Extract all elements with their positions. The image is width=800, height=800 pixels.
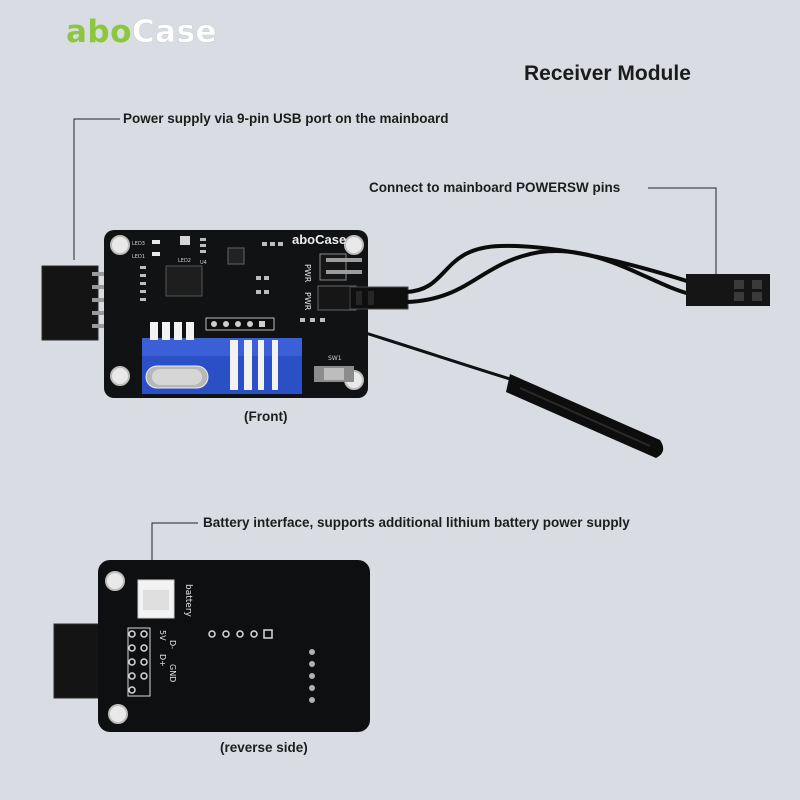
led-label-2: LED2 xyxy=(178,258,191,264)
powersw-cable xyxy=(404,243,692,304)
microcontroller-chip xyxy=(165,265,203,297)
page-title: Receiver Module xyxy=(524,62,691,85)
pwr-label: PWR xyxy=(303,264,312,283)
led xyxy=(152,252,160,256)
callout-power-usb: Power supply via 9-pin USB port on the m… xyxy=(123,111,449,126)
module-pins-right xyxy=(230,340,278,390)
brand-logo-part2: Case xyxy=(131,14,218,51)
leader-line-power xyxy=(73,118,120,260)
pwr-label: PWR xyxy=(303,292,312,311)
smd-components xyxy=(140,238,325,322)
board-logo: aboCase xyxy=(292,232,346,247)
callout-battery: Battery interface, supports additional l… xyxy=(203,515,630,530)
led xyxy=(180,236,190,245)
regulator-chip xyxy=(227,247,245,265)
brand-logo: aboCase xyxy=(66,14,218,51)
led xyxy=(152,240,160,244)
usb-header-pins xyxy=(92,272,114,328)
leader-line-powersw xyxy=(648,187,717,274)
crystal-oscillator-top xyxy=(152,369,202,385)
mounting-holes-back xyxy=(105,571,128,724)
header-h5-pads xyxy=(211,321,265,327)
pin-label-5v: 5V xyxy=(158,630,167,641)
powersw-plug xyxy=(686,274,770,306)
pin-label-d-plus: D+ xyxy=(158,654,167,667)
header-pads-back xyxy=(208,629,273,639)
front-board: aboCase LED3 LED1 LED2 U4 xyxy=(41,230,409,398)
powersw-header xyxy=(317,253,409,311)
tactile-switch-button xyxy=(324,368,344,380)
usb-header-connector xyxy=(41,265,99,341)
caption-front: (Front) xyxy=(244,409,288,424)
battery-connector-slot xyxy=(143,590,169,610)
mounting-holes xyxy=(110,235,364,390)
antenna xyxy=(355,328,664,458)
battery-label: battery xyxy=(183,584,193,618)
brand-logo-part1: abo xyxy=(66,14,132,50)
switch-label: SW1 xyxy=(328,355,342,362)
led-label-1: LED1 xyxy=(132,254,145,260)
pin-label-gnd: GND xyxy=(168,664,177,682)
chip-label: U4 xyxy=(200,260,207,266)
usb-pin-pads xyxy=(127,627,151,697)
pin-label-d-minus: D- xyxy=(168,640,177,649)
switch-pads-back xyxy=(309,649,315,703)
back-board: battery 5V D- D+ GND xyxy=(53,560,370,732)
caption-reverse: (reverse side) xyxy=(220,740,308,755)
led-label-3: LED3 xyxy=(132,241,145,247)
module-pins xyxy=(150,322,194,340)
callout-powersw: Connect to mainboard POWERSW pins xyxy=(369,180,621,195)
